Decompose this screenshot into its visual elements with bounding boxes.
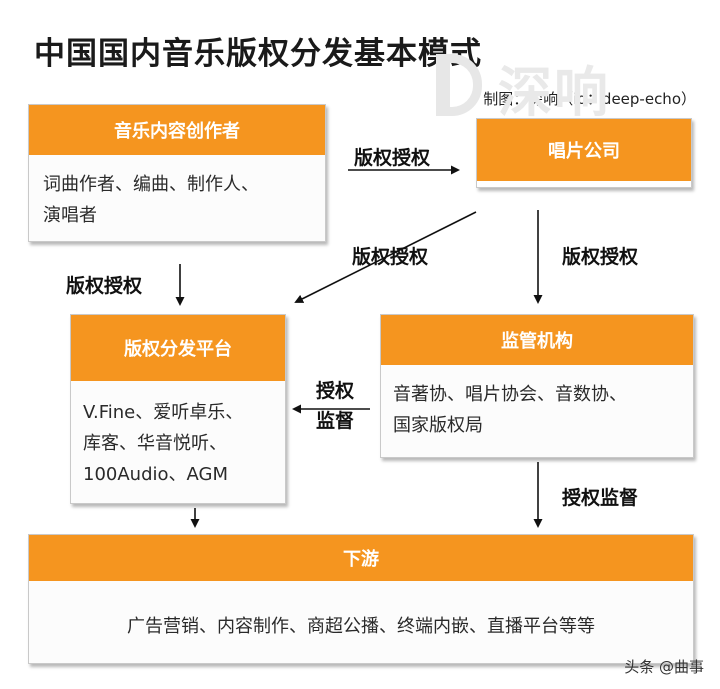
node-platform-line: V.Fine、爱听卓乐、 [83, 402, 244, 423]
edge-label-regulator-to-platform: 授权 监督 [306, 376, 364, 436]
node-label-title: 唱片公司 [477, 119, 691, 181]
node-creators-line: 词曲作者、编曲、制作人、 [43, 174, 259, 195]
footer-source: 头条 @曲事 [624, 658, 704, 676]
node-regulator-line: 国家版权局 [393, 415, 483, 436]
node-platform-line: 100Audio、AGM [83, 464, 228, 485]
edge-label-creator-to-label: 版权授权 [354, 147, 431, 169]
edge-label-creator-to-platform: 版权授权 [66, 275, 143, 297]
node-downstream: 下游 广告营销、内容制作、商超公播、终端内嵌、直播平台等等 [28, 534, 694, 664]
node-downstream-title: 下游 [29, 535, 693, 581]
node-downstream-text: 广告营销、内容制作、商超公播、终端内嵌、直播平台等等 [127, 616, 595, 637]
page-title: 中国国内音乐版权分发基本模式 [34, 36, 482, 72]
arrow-label-to-platform [294, 211, 477, 303]
node-platform-title: 版权分发平台 [71, 315, 285, 381]
node-creators: 音乐内容创作者 词曲作者、编曲、制作人、 演唱者 [28, 104, 326, 242]
credit-text: 制图：深响（id：deep-echo） [483, 90, 696, 108]
edge-label-regulator-to-downstream: 授权监督 [562, 487, 639, 509]
node-creators-line: 演唱者 [43, 205, 97, 226]
node-regulator: 监管机构 音著协、唱片协会、音数协、 国家版权局 [380, 314, 694, 458]
edge-label-supervise: 监督 [315, 410, 354, 432]
node-platform: 版权分发平台 V.Fine、爱听卓乐、 库客、华音悦听、 100Audio、AG… [70, 314, 286, 504]
node-regulator-line: 音著协、唱片协会、音数协、 [393, 384, 627, 405]
edge-label-label-to-platform: 版权授权 [352, 246, 429, 268]
edge-label-label-to-regulator: 版权授权 [562, 246, 639, 268]
node-label: 唱片公司 [476, 118, 692, 188]
node-creators-title: 音乐内容创作者 [29, 105, 325, 155]
node-platform-line: 库客、华音悦听、 [83, 433, 227, 454]
edge-label-authorize: 授权 [315, 380, 354, 402]
node-regulator-title: 监管机构 [381, 315, 693, 365]
